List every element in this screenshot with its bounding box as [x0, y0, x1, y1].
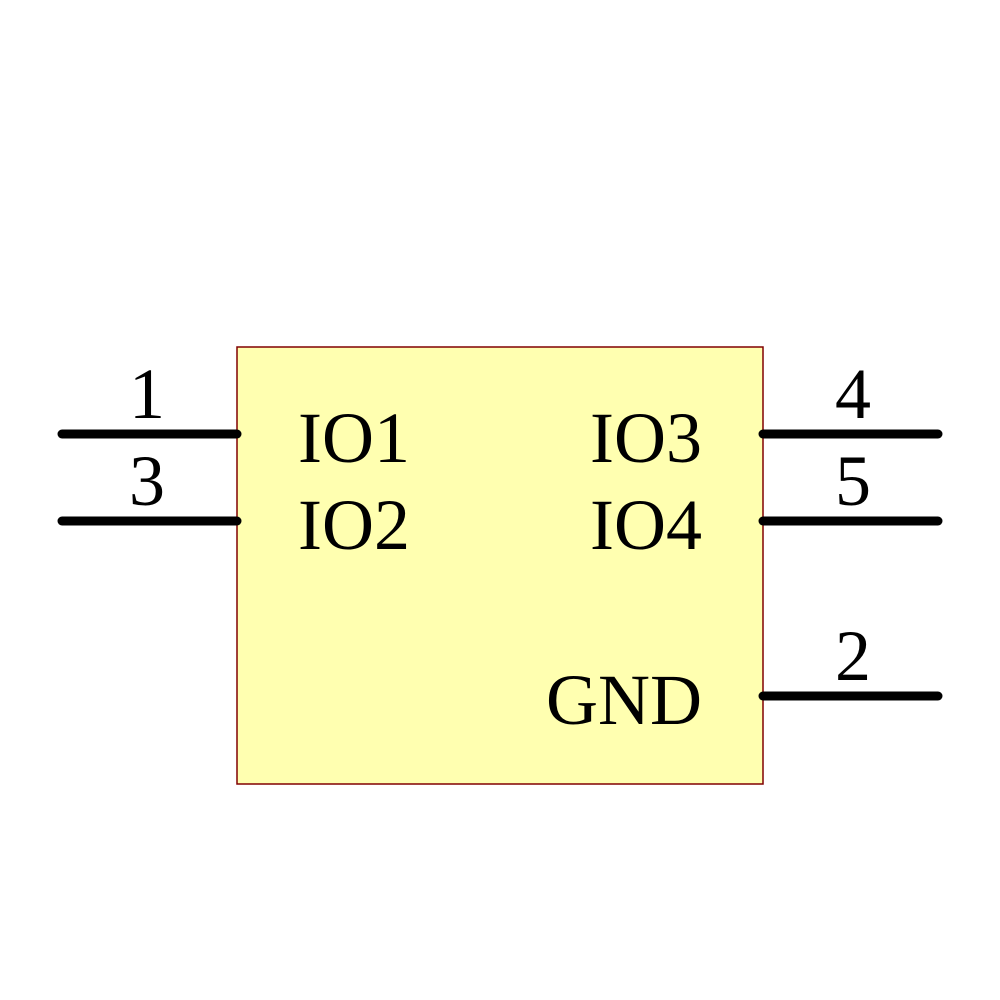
- pin-number-1: 1: [129, 354, 165, 434]
- pin-name-io3: IO3: [590, 398, 702, 478]
- pin-name-io1: IO1: [298, 398, 410, 478]
- pin-number-2: 2: [835, 616, 871, 696]
- pin-name-io4: IO4: [590, 485, 702, 565]
- pin-number-3: 3: [129, 441, 165, 521]
- pin-name-io2: IO2: [298, 485, 410, 565]
- pin-name-gnd: GND: [546, 660, 702, 740]
- component-body: [236, 346, 764, 785]
- pin-number-5: 5: [835, 441, 871, 521]
- pin-number-4: 4: [835, 354, 871, 434]
